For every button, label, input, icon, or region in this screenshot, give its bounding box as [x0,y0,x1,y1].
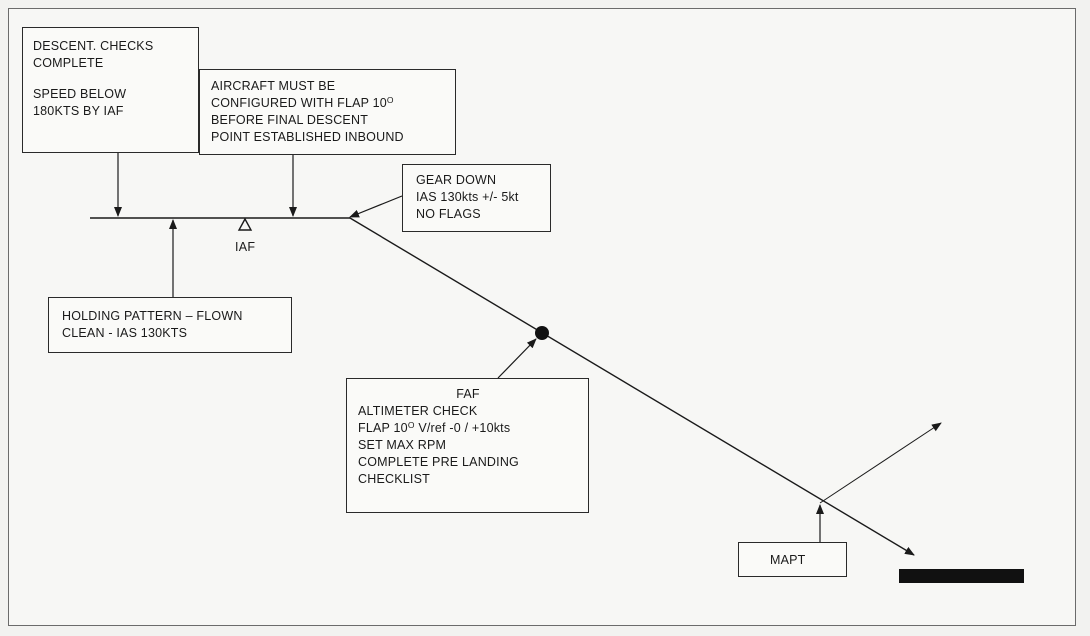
point-established-line: POINT ESTABLISHED INBOUND [211,130,404,144]
configured-flap-line: CONFIGURED WITH FLAP 10O [211,95,445,112]
configured-flap-text: CONFIGURED WITH FLAP 10 [211,96,387,110]
holding-pattern-box: HOLDING PATTERN – FLOWN CLEAN - IAS 130K… [48,297,292,353]
faf-checks-box: FAF ALTIMETER CHECK FLAP 10O V/ref -0 / … [346,378,589,513]
gear-pointer-arrow [349,195,403,218]
missed-approach-line [819,422,942,504]
iaf-triangle-icon [237,217,253,231]
altimeter-check-line: ALTIMETER CHECK [358,404,478,418]
mapt-label: MAPT [770,553,806,567]
iaf-label: IAF [235,240,256,254]
holding-pattern-line: HOLDING PATTERN – FLOWN [62,309,243,323]
descent-complete-line: COMPLETE [33,56,104,70]
gear-ias-line: IAS 130kts +/- 5kt [416,190,519,204]
speed-below-line: SPEED BELOW [33,87,127,101]
faf-title: FAF [456,387,480,401]
faf-flap-line: FLAP 10O V/ref -0 / +10kts [358,420,578,437]
faf-degree-marker: O [407,420,415,430]
holding-clean-line: CLEAN - IAS 130KTS [62,326,188,340]
faf-vref-text: V/ref -0 / +10kts [414,421,511,435]
gear-down-box: GEAR DOWN IAS 130kts +/- 5kt NO FLAGS [402,164,551,232]
gear-down-line: GEAR DOWN [416,173,497,187]
degree-marker: O [386,95,394,105]
descent-checks-line: DESCENT. CHECKS [33,39,154,53]
no-flags-line: NO FLAGS [416,207,481,221]
mapt-box: MAPT [738,542,847,577]
aircraft-config-box: AIRCRAFT MUST BE CONFIGURED WITH FLAP 10… [199,69,456,155]
faf-flap-text: FLAP 10 [358,421,408,435]
aircraft-must-line: AIRCRAFT MUST BE [211,79,336,93]
final-descent-line [349,217,915,556]
faf-point-icon [535,326,549,340]
descent-checks-box: DESCENT. CHECKS COMPLETE SPEED BELOW 180… [22,27,199,153]
pre-landing-line: COMPLETE PRE LANDING [358,455,519,469]
speed-by-iaf-line: 180KTS BY IAF [33,104,124,118]
runway-bar [899,569,1024,583]
faf-pointer-arrow [497,338,537,379]
checklist-line: CHECKLIST [358,472,430,486]
set-max-rpm-line: SET MAX RPM [358,438,447,452]
before-final-line: BEFORE FINAL DESCENT [211,113,369,127]
